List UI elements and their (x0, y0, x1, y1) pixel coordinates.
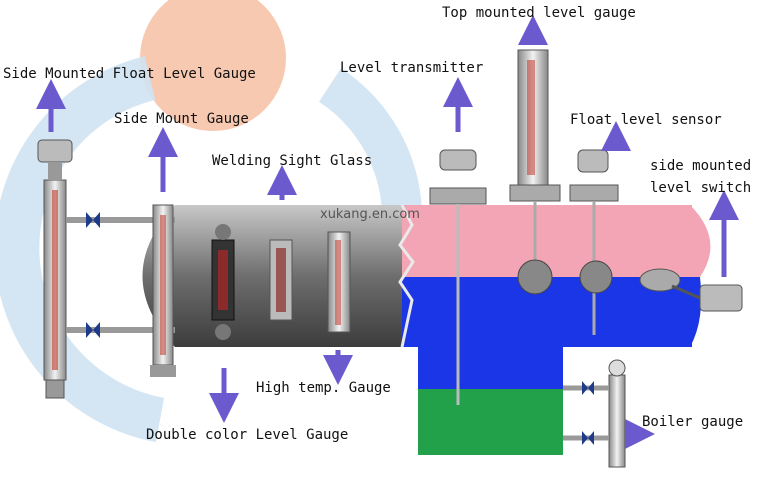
top-gauge-scale (527, 60, 535, 175)
side-float-gauge-neck (48, 162, 62, 180)
label-float-sensor: Float level sensor (570, 112, 722, 128)
label-boiler: Boiler gauge (642, 414, 744, 430)
double-color-window (218, 250, 228, 310)
label-high-temp: High temp. Gauge (256, 380, 391, 396)
tank-lower-blue (418, 347, 563, 389)
float-sensor-flange (569, 184, 619, 202)
tank-jagged-edge (398, 204, 415, 348)
boiler-gauge-head (608, 359, 626, 377)
side-float-gauge-foot (45, 379, 65, 399)
boiler-gauge-tube (608, 374, 626, 468)
watermark-arc-left (0, 56, 165, 443)
side-float-lower-valve (86, 322, 100, 338)
label-double-color: Double color Level Gauge (146, 427, 349, 443)
welding-sight-window (276, 248, 286, 312)
label-side-switch-2: level switch (650, 180, 752, 196)
tank-green-zone (418, 389, 563, 455)
level-switch-body (699, 284, 743, 312)
label-welding-sight: Welding Sight Glass (212, 153, 373, 169)
label-level-transmitter: Level transmitter (340, 60, 484, 76)
side-mount-gauge-foot (150, 365, 176, 377)
float-sensor-float (579, 260, 613, 294)
boiler-lower-valve (582, 431, 594, 445)
label-side-switch-1: side mounted (650, 158, 752, 174)
label-side-float: Side Mounted Float Level Gauge (3, 66, 256, 82)
side-float-gauge-head (37, 139, 73, 163)
watermark-circle (140, 0, 286, 131)
side-mount-gauge-scale (160, 215, 166, 355)
float-sensor-head (577, 149, 609, 173)
level-switch-arm (671, 284, 701, 300)
boiler-upper-valve (582, 381, 594, 395)
side-float-gauge-scale (52, 190, 58, 370)
top-gauge-float (517, 259, 553, 295)
double-color-upper-valve (215, 224, 231, 240)
level-switch-float (639, 268, 681, 292)
top-gauge-flange (509, 184, 561, 202)
side-float-upper-valve (86, 212, 100, 228)
tank-pink-cap (690, 205, 711, 277)
level-transmitter-flange (429, 187, 487, 205)
label-side-mount: Side Mount Gauge (114, 111, 249, 127)
tank-blue-cap (690, 277, 702, 347)
double-color-lower-valve (215, 324, 231, 340)
level-transmitter-head (439, 149, 477, 171)
watermark-text: xukang.en.com (320, 207, 420, 222)
label-top-mounted: Top mounted level gauge (442, 5, 636, 21)
high-temp-gauge-scale (335, 240, 341, 325)
